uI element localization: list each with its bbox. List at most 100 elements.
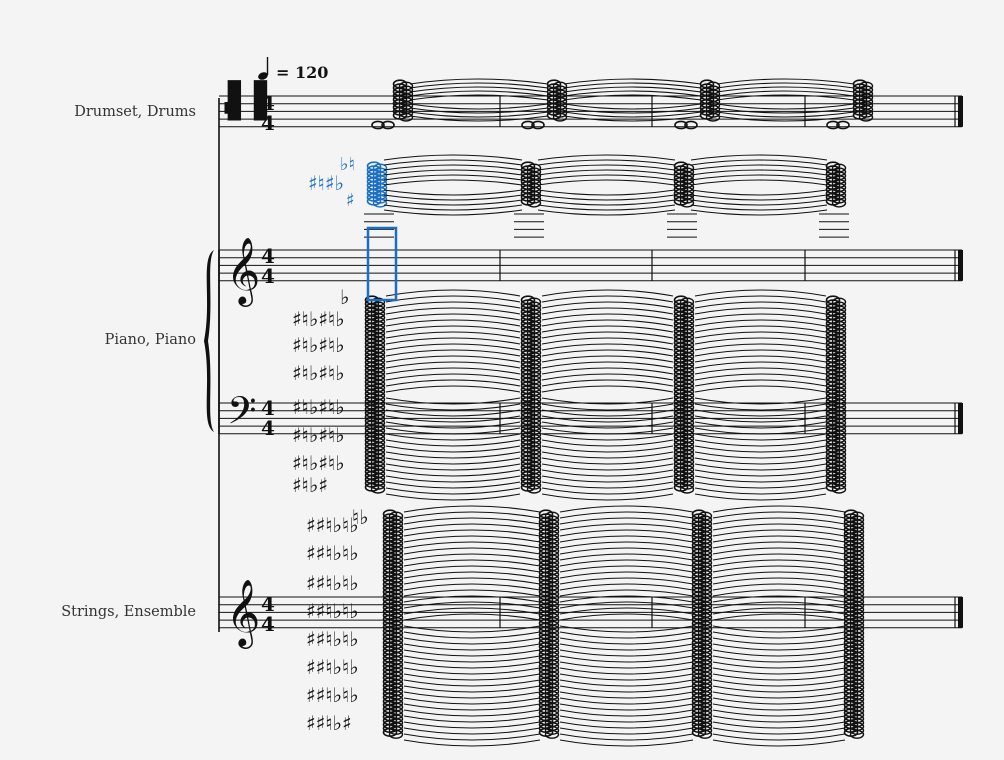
notehead <box>849 729 865 739</box>
tie <box>559 673 694 681</box>
notehead <box>552 112 568 122</box>
tie <box>712 709 846 717</box>
time-signature-strings: 4 4 <box>261 592 275 636</box>
tie <box>541 373 674 381</box>
selection-box[interactable] <box>366 226 398 302</box>
tie <box>563 107 702 114</box>
tie <box>694 415 827 423</box>
tie <box>541 445 674 453</box>
tie <box>403 721 541 729</box>
tie <box>559 721 694 729</box>
tie <box>385 451 521 459</box>
tie <box>385 307 521 315</box>
tie <box>712 529 846 537</box>
percussion-clef-icon: 𝄥 <box>224 92 235 127</box>
tie <box>712 655 846 663</box>
tie <box>559 685 694 693</box>
tie <box>383 169 523 176</box>
tie <box>385 289 521 297</box>
tie <box>541 337 674 345</box>
tie <box>559 547 694 555</box>
tie <box>541 487 674 495</box>
tie <box>559 541 694 549</box>
tie <box>712 631 846 639</box>
tie <box>712 535 846 543</box>
accidental: ♭ <box>340 285 349 309</box>
tie <box>694 337 827 345</box>
tie <box>694 367 827 375</box>
notehead <box>526 484 542 494</box>
notehead <box>831 198 847 208</box>
tie <box>694 289 827 297</box>
instrument-label-strings[interactable]: Strings, Ensemble <box>61 604 196 620</box>
instrument-label-piano[interactable]: Piano, Piano <box>105 332 196 348</box>
accidental: ♮♭ <box>352 505 369 529</box>
tie <box>385 433 521 441</box>
tie <box>385 439 521 447</box>
percussion-clef-fallback: ▌▌ <box>227 80 280 121</box>
notehead <box>679 484 695 494</box>
accidental-group: ♭♮ <box>340 154 355 175</box>
tie <box>694 355 827 363</box>
tie <box>541 319 674 327</box>
tie <box>712 703 846 711</box>
tie <box>694 331 827 339</box>
tie <box>716 103 855 110</box>
tie <box>559 523 694 531</box>
tie <box>559 613 694 621</box>
tie <box>694 295 827 303</box>
tie <box>403 727 541 735</box>
notehead <box>526 198 542 208</box>
tie <box>694 487 827 495</box>
notehead <box>521 120 535 130</box>
tie <box>385 319 521 327</box>
tie <box>712 601 846 609</box>
tie <box>716 94 855 101</box>
tie <box>403 661 541 669</box>
tie <box>559 529 694 537</box>
notehead <box>674 120 688 130</box>
tie <box>409 103 549 110</box>
tie <box>694 451 827 459</box>
tie <box>694 307 827 315</box>
tie <box>385 367 521 375</box>
tie <box>403 703 541 711</box>
tie <box>385 463 521 471</box>
tie <box>559 739 694 747</box>
tie <box>559 589 694 597</box>
accidental-group: ♯♮♭♯♮♭ <box>292 333 345 357</box>
tie <box>403 715 541 723</box>
tie <box>712 679 846 687</box>
tie <box>541 451 674 459</box>
tie <box>712 511 846 519</box>
tie <box>385 457 521 465</box>
instrument-label-drums[interactable]: Drumset, Drums <box>74 104 196 120</box>
tie <box>712 595 846 603</box>
tie <box>403 565 541 573</box>
tempo-marking[interactable]: = 120 <box>257 57 328 82</box>
tie <box>403 571 541 579</box>
notehead <box>697 729 713 739</box>
tie <box>409 86 549 93</box>
tie <box>409 78 549 85</box>
tie <box>537 154 676 161</box>
tie <box>541 301 674 309</box>
tie <box>541 493 674 501</box>
svg-text:4: 4 <box>261 91 275 115</box>
tie <box>712 565 846 573</box>
tie <box>690 204 828 211</box>
tie <box>541 439 674 447</box>
tie <box>385 487 521 495</box>
tie <box>541 385 674 393</box>
tie <box>385 445 521 453</box>
tie <box>383 194 523 201</box>
tie <box>403 733 541 741</box>
notehead <box>836 120 850 130</box>
accidental-group: ♯♯♮♭♮♭ <box>306 627 359 651</box>
tie <box>541 361 674 369</box>
tie <box>559 571 694 579</box>
tie <box>694 325 827 333</box>
tie <box>690 164 828 171</box>
tie <box>559 505 694 513</box>
